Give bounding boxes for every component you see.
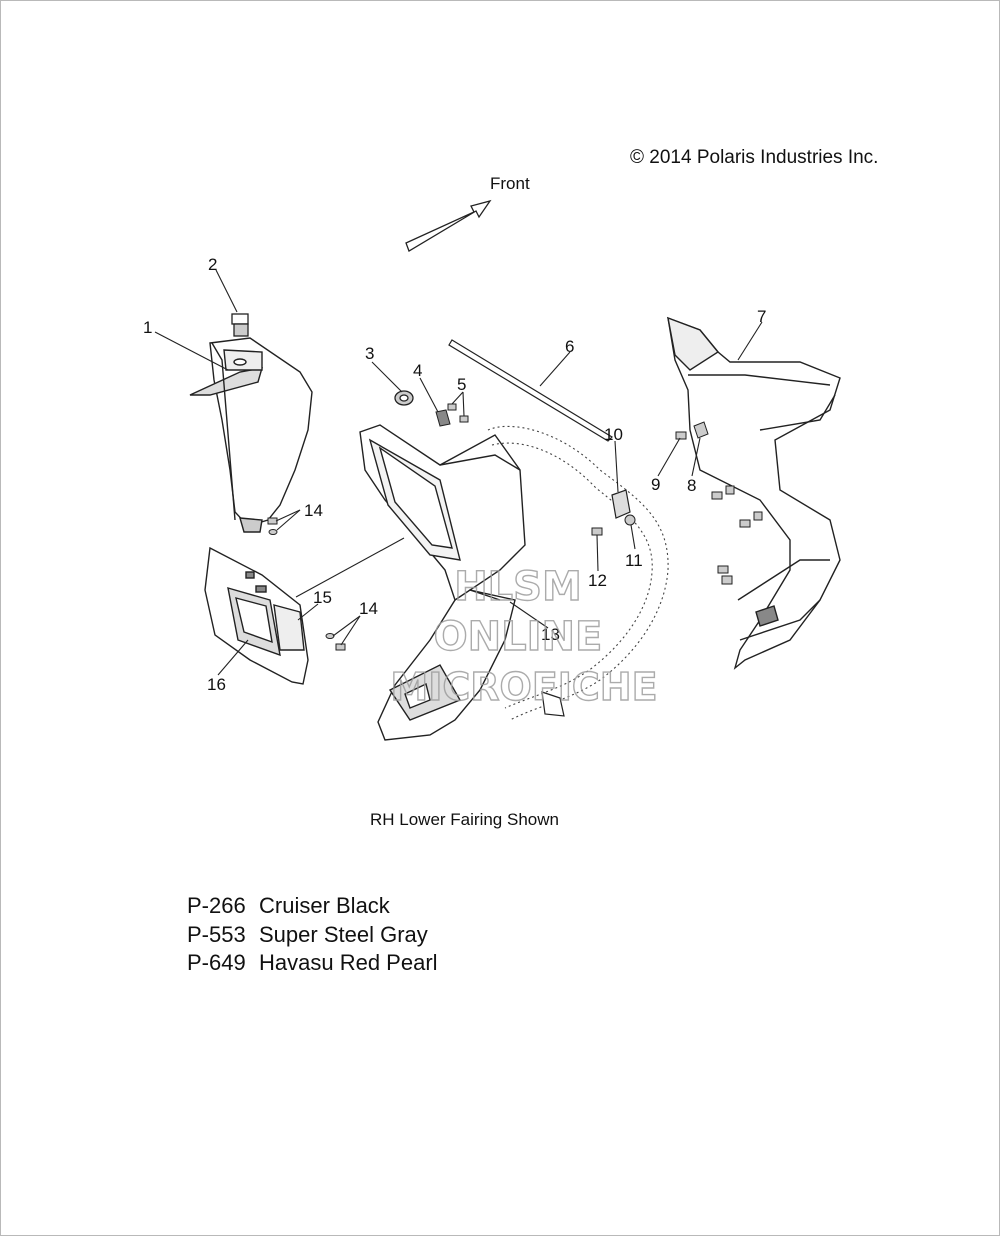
part-14-fasteners [267,517,346,651]
outer-fairing-fasteners [711,485,763,585]
callout-14-lower: 14 [359,599,378,618]
part-4-bracket [435,409,451,427]
part-9-screw [675,431,687,440]
color-row: P-553 Super Steel Gray [187,921,438,950]
front-label: Front [490,174,530,193]
callout-1: 1 [143,318,152,337]
part-clip-lower [541,691,565,717]
diagram-caption: RH Lower Fairing Shown [370,810,559,829]
front-arrow [405,199,492,252]
leader-lines [154,269,763,676]
part-11-nut [624,514,636,526]
part-8-clip [693,421,709,439]
color-name: Super Steel Gray [259,921,428,947]
watermark-line-3: MICROFICHE [390,665,657,709]
callout-16: 16 [207,675,226,694]
callout-6: 6 [565,337,574,356]
part-5-screws [447,403,469,423]
callout-13: 13 [541,625,560,644]
callout-8: 8 [687,476,696,495]
callout-2: 2 [208,255,217,274]
watermark-line-2: ONLINE [434,614,603,660]
watermark: HLSM ONLINE MICROFICHE [390,563,659,709]
color-code-list: P-266 Cruiser Black P-553 Super Steel Gray… [187,892,438,978]
part-13-lower-fairing [359,424,526,741]
part-16-lower-cover [204,546,309,685]
part-6-seal-strip [448,339,613,442]
part-7-outer-fairing [667,316,841,670]
part-12-screw [591,527,603,536]
color-name: Havasu Red Pearl [259,950,438,975]
callout-9: 9 [651,475,660,494]
callout-labels: 1 2 3 4 5 6 7 8 9 10 11 12 13 14 14 15 1… [143,255,766,694]
part-10-clamp [611,489,631,519]
part-1-inner-panel [189,337,313,533]
callout-3: 3 [365,344,374,363]
watermark-line-1: HLSM [454,564,582,610]
pipe-reference-outline [487,425,669,721]
color-code: P-553 [187,921,246,947]
part-2-fastener [231,313,249,337]
part-3-grommet [394,390,414,406]
color-row: P-649 Havasu Red Pearl [187,949,438,978]
callout-5: 5 [457,375,466,394]
color-code: P-266 [187,893,246,918]
color-row: P-266 Cruiser Black [187,892,438,921]
copyright-notice: © 2014 Polaris Industries Inc. [630,147,879,168]
color-name: Cruiser Black [259,893,390,918]
callout-14-upper: 14 [304,501,323,520]
callout-4: 4 [413,361,422,380]
callout-11: 11 [625,551,643,570]
callout-7: 7 [757,307,766,326]
callout-15: 15 [313,588,332,607]
color-code: P-649 [187,950,246,975]
callout-12: 12 [588,571,607,590]
callout-10: 10 [604,425,623,444]
